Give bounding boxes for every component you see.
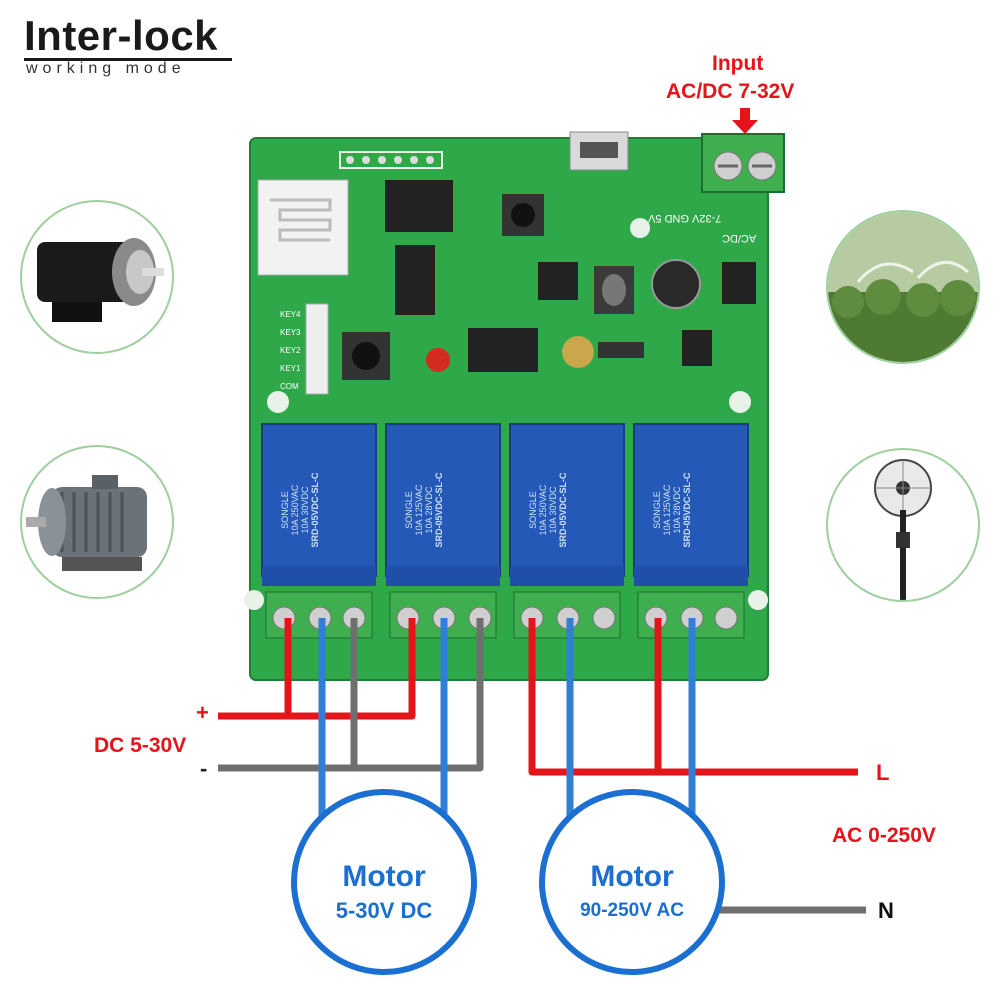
com-label: COM xyxy=(280,382,299,391)
power-silk: 7-32V GND 5V xyxy=(648,212,722,224)
relay4-label: SONGLE 10A 125VAC 10A 28VDC SRD-05VDC-SL… xyxy=(652,472,692,548)
ac-voltage-label: AC 0-250V xyxy=(832,824,936,847)
relay2-label: SONGLE 10A 125VAC 10A 28VDC SRD-05VDC-SL… xyxy=(404,472,444,548)
relay3-label: SONGLE 10A 250VAC 10A 30VDC SRD-05VDC-SL… xyxy=(528,472,568,548)
sprinkler-icon xyxy=(828,212,978,362)
ac-motor-photo xyxy=(20,445,174,599)
relay-2 xyxy=(385,423,501,586)
ac-motor-icon xyxy=(26,475,147,571)
dc-motor-photo xyxy=(20,200,174,354)
title-underline xyxy=(24,58,232,61)
dc-motor-voltage: 5-30V DC xyxy=(335,898,433,923)
dc-motor-title: Motor xyxy=(342,860,426,893)
ac-neutral-label: N xyxy=(878,898,894,923)
key4-label: KEY4 xyxy=(280,310,301,319)
relay-4 xyxy=(633,423,749,586)
dc-minus-label: - xyxy=(200,756,208,781)
dc-motor-icon xyxy=(37,238,164,322)
input-voltage-label: AC/DC 7-32V xyxy=(666,80,795,103)
key1-label: KEY1 xyxy=(280,364,301,373)
ac-motor-voltage: 90-250V AC xyxy=(580,900,684,921)
dc-voltage-label: DC 5-30V xyxy=(94,734,187,757)
page-title: Inter-lock xyxy=(24,12,219,59)
ac-live-label: L xyxy=(876,760,890,785)
ac-motor-title: Motor xyxy=(590,860,674,893)
relay-1 xyxy=(261,423,377,586)
acdc-silk: AC/DC xyxy=(722,232,757,244)
sprinkler-photo xyxy=(826,210,980,364)
key3-label: KEY3 xyxy=(280,328,301,337)
page-subtitle: working mode xyxy=(26,60,186,77)
relay-3 xyxy=(509,423,625,586)
key-labels: KEY4 KEY3 KEY2 KEY1 COM xyxy=(280,306,306,396)
ac-wiring xyxy=(528,618,866,914)
input-label: Input xyxy=(712,52,764,75)
key2-label: KEY2 xyxy=(280,346,301,355)
standing-fan-icon xyxy=(874,459,932,600)
input-arrow xyxy=(732,108,758,134)
dc-wiring xyxy=(218,618,484,830)
relay1-label: SONGLE 10A 250VAC 10A 30VDC SRD-05VDC-SL… xyxy=(280,472,320,548)
fan-photo xyxy=(826,448,980,602)
dc-motor-circle xyxy=(291,789,477,975)
ac-motor-circle xyxy=(539,789,725,975)
dc-plus-label: + xyxy=(196,700,209,725)
